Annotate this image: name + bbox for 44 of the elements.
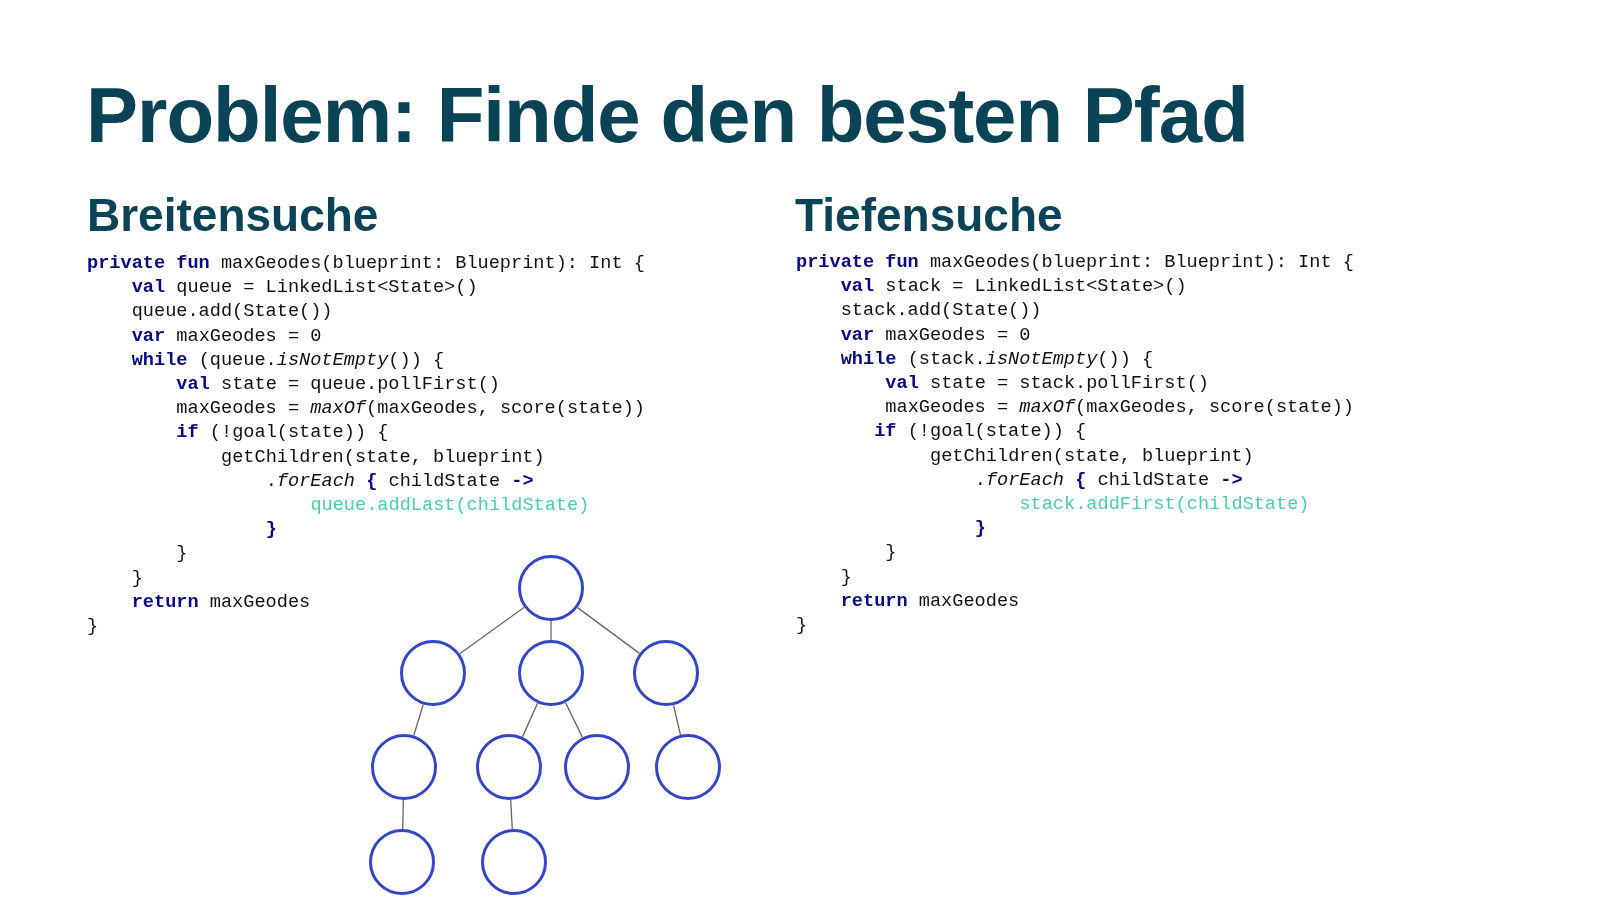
- code-line: }: [974, 518, 986, 541]
- code-line: return maxGeodes: [840, 590, 1020, 613]
- slide-title: Problem: Finde den besten Pfad: [86, 70, 1248, 161]
- code-line: private fun maxGeodes(blueprint: Blueprint): Int {: [87, 253, 645, 275]
- code-line: val state = queue.pollFirst(): [176, 374, 500, 396]
- code-line: private fun maxGeodes(blueprint: Blueprint): Int {: [796, 252, 1354, 274]
- tree-edge-line: [521, 702, 539, 738]
- code-line: return maxGeodes: [131, 591, 311, 614]
- code-line: if (!goal(state)) {: [874, 421, 1087, 444]
- code-line: stack.add(State()): [840, 300, 1042, 323]
- tree-edge-line: [576, 606, 641, 655]
- code-line: getChildren(state, blueprint): [221, 446, 545, 469]
- tree-edge-line: [550, 620, 552, 641]
- code-line: var maxGeodes = 0: [840, 324, 1031, 347]
- code-line: queue.addLast(childState): [310, 495, 590, 517]
- code-line: }: [796, 615, 808, 637]
- tree-edge-line: [672, 704, 682, 736]
- code-line: }: [265, 519, 277, 542]
- tree-edge-line: [402, 799, 404, 830]
- tree-edge-line: [564, 702, 584, 738]
- code-line: while (queue.isNotEmpty()) {: [131, 349, 445, 372]
- section-heading: Breitensuche: [87, 188, 379, 242]
- code-line: }: [885, 542, 897, 565]
- code-line: if (!goal(state)) {: [176, 422, 389, 445]
- tree-edge-line: [413, 703, 424, 737]
- section-heading: Tiefensuche: [795, 188, 1063, 242]
- code-line: }: [176, 543, 188, 566]
- code-line: var maxGeodes = 0: [131, 325, 322, 348]
- code-line: val stack = LinkedList<State>(): [840, 276, 1187, 299]
- code-line: maxGeodes = maxOf(maxGeodes, score(state)): [885, 397, 1354, 420]
- code-line: queue.add(State()): [131, 301, 333, 324]
- code-line: stack.addFirst(childState): [1019, 494, 1310, 516]
- code-line: }: [131, 567, 143, 590]
- code-line: }: [87, 616, 99, 638]
- tree-edge-line: [510, 799, 513, 830]
- tree-edge-line: [459, 606, 525, 655]
- code-line: }: [840, 566, 852, 589]
- code-line: .forEach { childState ->: [265, 470, 534, 493]
- code-line: val queue = LinkedList<State>(): [131, 277, 478, 300]
- code-line: maxGeodes = maxOf(maxGeodes, score(state)): [176, 398, 645, 421]
- code-line: val state = stack.pollFirst(): [885, 373, 1209, 395]
- code-line: getChildren(state, blueprint): [930, 445, 1254, 468]
- code-line: .forEach { childState ->: [974, 469, 1243, 492]
- code-line: while (stack.isNotEmpty()) {: [840, 348, 1154, 371]
